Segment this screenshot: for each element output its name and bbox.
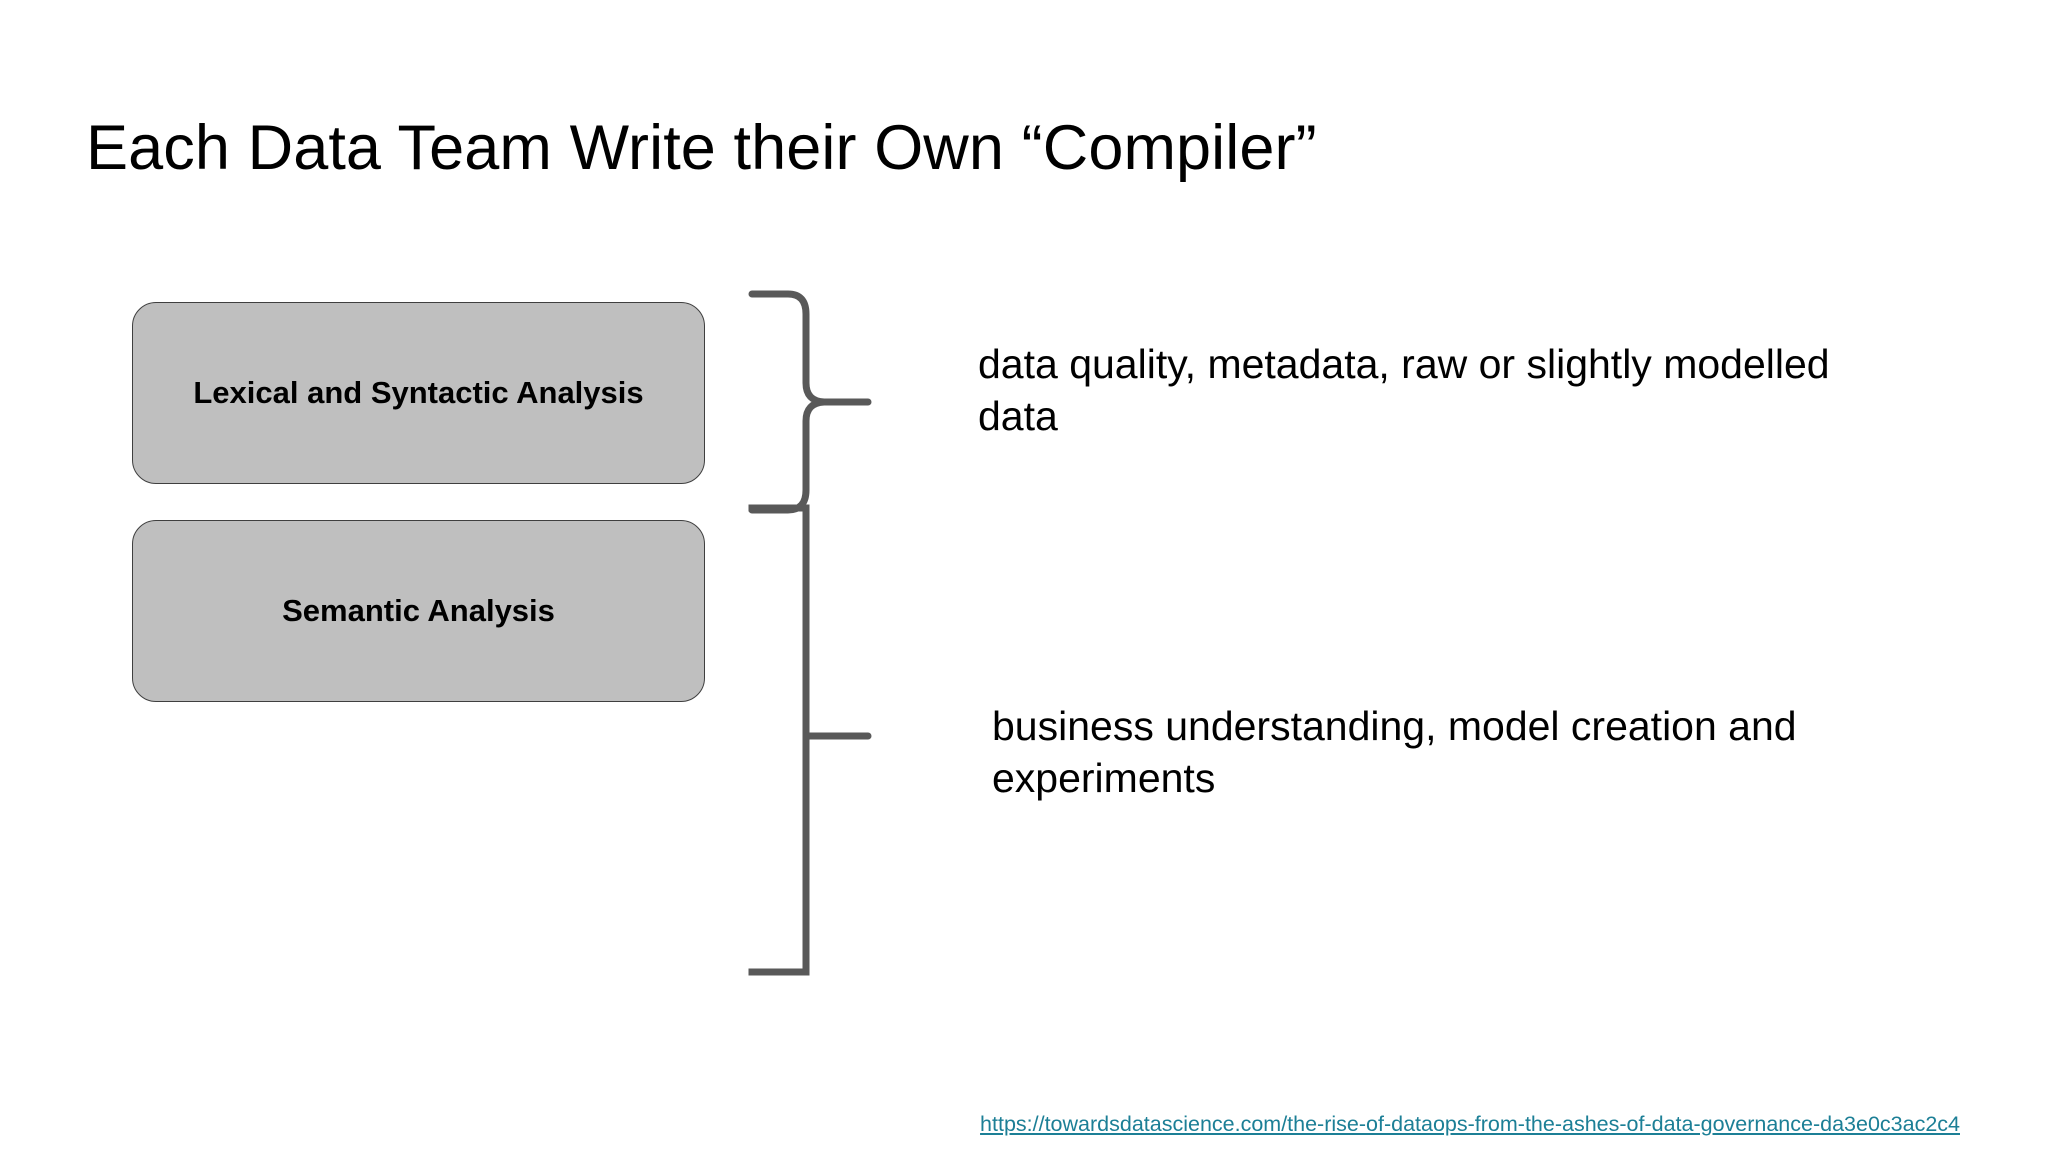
process-box-lexical-syntactic-analysis[interactable]: Lexical and Syntactic Analysis	[132, 302, 705, 484]
process-box-label: Lexical and Syntactic Analysis	[193, 374, 644, 410]
process-box-semantic-analysis[interactable]: Semantic Analysis	[132, 520, 705, 702]
curly-brace-icon	[748, 290, 872, 514]
description-text-bottom: business understanding, model creation a…	[992, 703, 1797, 802]
source-url-link[interactable]: https://towardsdatascience.com/the-rise-…	[980, 1112, 1960, 1136]
description-text-top: data quality, metadata, raw or slightly …	[978, 341, 1830, 440]
process-box-label: Semantic Analysis	[282, 592, 555, 628]
square-bracket-icon	[748, 504, 872, 976]
page-title: Each Data Team Write their Own “Compiler…	[86, 113, 1317, 183]
